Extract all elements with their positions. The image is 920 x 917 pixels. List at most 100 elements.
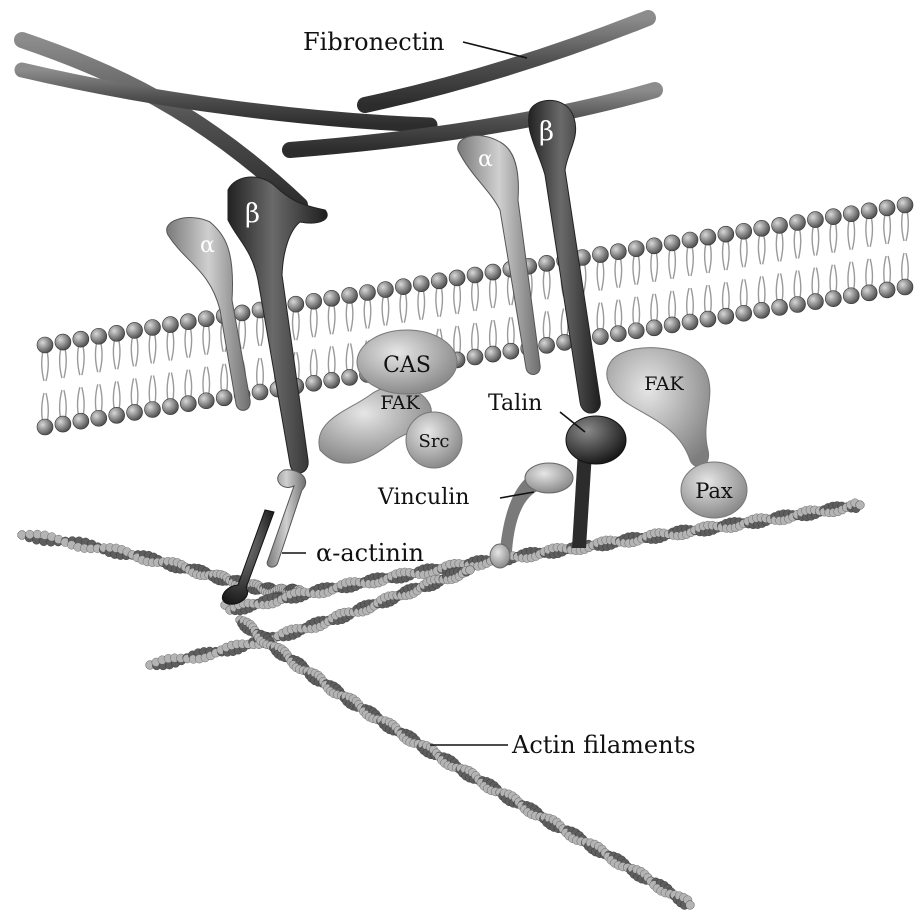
lipid-head <box>324 290 340 306</box>
lipid-tail <box>400 293 407 323</box>
lipid-tail <box>472 281 479 311</box>
lipid-head <box>180 314 196 330</box>
integrin-left: α β <box>167 177 328 604</box>
src-label: Src <box>418 431 449 452</box>
lipid-head <box>718 226 734 242</box>
lipid-tail <box>794 271 801 301</box>
lipid-head <box>413 276 429 292</box>
fibronectin-label: Fibronectin <box>303 28 445 56</box>
lipid-tail <box>185 370 192 400</box>
lipid-head <box>592 329 608 345</box>
complex-right: FAK Pax <box>607 348 747 518</box>
lipid-head <box>790 297 806 313</box>
lipid-tail <box>669 291 676 321</box>
fak-label-right: FAK <box>644 373 684 395</box>
lipid-tail <box>812 268 819 298</box>
alpha-label-left: α <box>200 233 215 258</box>
lipid-head <box>843 288 859 304</box>
lipid-head <box>306 293 322 309</box>
lipid-tail <box>42 393 49 423</box>
lipid-head <box>610 244 626 260</box>
lipid-tail <box>328 346 335 376</box>
lipid-tail <box>185 328 192 358</box>
lipid-tail <box>364 299 371 329</box>
lipid-tail <box>167 331 174 361</box>
lipid-tail <box>490 278 497 308</box>
lipid-head <box>252 384 268 400</box>
lipid-tail <box>310 349 317 379</box>
lipid-tail <box>651 252 658 282</box>
actin-bead <box>25 530 34 539</box>
lipid-head <box>145 402 161 418</box>
lipid-head <box>162 317 178 333</box>
lipid-head <box>342 369 358 385</box>
lipid-tail <box>113 339 120 369</box>
actin-filaments-label: Actin filaments <box>511 731 696 759</box>
lipid-tail <box>131 378 138 408</box>
lipid-tail <box>633 255 640 285</box>
lipid-head <box>718 308 734 324</box>
lipid-head <box>467 267 483 283</box>
lipid-tail <box>328 304 335 334</box>
lipid-head <box>825 209 841 225</box>
lipid-head <box>216 390 232 406</box>
lipid-head <box>431 273 447 289</box>
lipid-head <box>772 299 788 315</box>
lipid-head <box>306 375 322 391</box>
lipid-tail <box>508 317 515 347</box>
lipid-head <box>736 223 752 239</box>
lipid-head <box>807 294 823 310</box>
lipid-head <box>73 413 89 429</box>
lipid-head <box>700 311 716 327</box>
vinculin-foot <box>490 544 510 568</box>
lipid-tail <box>382 296 389 326</box>
lipid-head <box>377 282 393 298</box>
alpha-subunit-right <box>458 136 540 375</box>
lipid-head <box>55 334 71 350</box>
talin-rod <box>572 450 592 548</box>
lipid-head <box>790 215 806 231</box>
lipid-head <box>37 419 53 435</box>
lipid-tail <box>543 269 550 299</box>
lipid-tail <box>615 300 622 330</box>
lipid-tail <box>113 381 120 411</box>
vinculin-label: Vinculin <box>377 485 469 510</box>
lipid-tail <box>203 325 210 355</box>
alpha-actinin-label: α-actinin <box>316 539 424 567</box>
lipid-tail <box>454 284 461 314</box>
lipid-tail <box>60 390 67 420</box>
lipid-tail <box>633 297 640 327</box>
lipid-head <box>324 372 340 388</box>
lipid-head <box>592 247 608 263</box>
lipid-tail <box>687 288 694 318</box>
lipid-head <box>897 279 913 295</box>
lipid-tail <box>740 237 747 267</box>
lipid-tail <box>543 311 550 341</box>
lipid-tail <box>758 234 765 264</box>
lipid-head <box>342 287 358 303</box>
lipid-head <box>91 410 107 426</box>
lipid-head <box>754 302 770 318</box>
lipid-tail <box>776 231 783 261</box>
lipid-head <box>646 238 662 254</box>
lipid-tail <box>346 301 353 331</box>
lipid-head <box>861 285 877 301</box>
vinculin-protein <box>525 463 573 493</box>
lipid-tail <box>902 253 909 283</box>
lipid-head <box>879 200 895 216</box>
lipid-head <box>395 279 411 295</box>
beta-label-right: β <box>539 117 554 147</box>
fak-label-left: FAK <box>380 392 420 414</box>
lipid-head <box>109 325 125 341</box>
lipid-tail <box>812 226 819 256</box>
lipid-tail <box>472 323 479 353</box>
lipid-tail <box>723 282 730 312</box>
lipid-tail <box>776 273 783 303</box>
lipid-head <box>539 337 555 353</box>
lipid-head <box>807 212 823 228</box>
actin-bead <box>466 566 475 575</box>
lipid-tail <box>866 259 873 289</box>
lipid-tail <box>95 342 102 372</box>
lipid-head <box>109 407 125 423</box>
